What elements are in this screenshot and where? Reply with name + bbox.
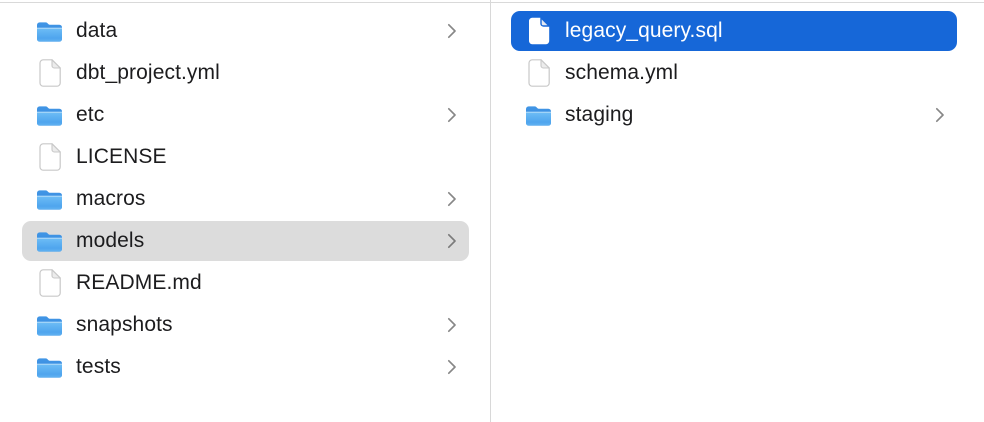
file-icon — [36, 59, 63, 87]
item-label: schema.yml — [565, 60, 679, 84]
file-icon — [36, 143, 63, 171]
item-label: models — [76, 228, 145, 252]
item-label: dbt_project.yml — [76, 60, 220, 84]
row-readme-md[interactable]: README.md — [22, 263, 469, 303]
item-label: tests — [76, 354, 121, 378]
row-schema-yml[interactable]: schema.yml — [511, 53, 957, 93]
item-label: LICENSE — [76, 144, 167, 168]
folder-icon — [36, 101, 63, 129]
row-models-selected[interactable]: models — [22, 221, 469, 261]
item-label: staging — [565, 102, 634, 126]
chevron-right-icon — [447, 233, 457, 249]
item-label: data — [76, 18, 118, 42]
toolbar-bottom-divider — [0, 2, 984, 3]
folder-icon — [36, 353, 63, 381]
row-snapshots[interactable]: snapshots — [22, 305, 469, 345]
file-icon — [525, 59, 552, 87]
row-legacy-query-sql-selected[interactable]: legacy_query.sql — [511, 11, 957, 51]
folder-icon — [525, 101, 552, 129]
folder-icon — [36, 17, 63, 45]
column-pane-left: data dbt_project.yml etc LICENSE macros … — [0, 0, 491, 422]
chevron-right-icon — [935, 107, 945, 123]
folder-icon — [36, 185, 63, 213]
item-label: snapshots — [76, 312, 173, 336]
row-data[interactable]: data — [22, 11, 469, 51]
item-label: etc — [76, 102, 105, 126]
row-macros[interactable]: macros — [22, 179, 469, 219]
row-etc[interactable]: etc — [22, 95, 469, 135]
folder-icon — [36, 311, 63, 339]
row-license[interactable]: LICENSE — [22, 137, 469, 177]
chevron-right-icon — [447, 23, 457, 39]
item-label: README.md — [76, 270, 202, 294]
chevron-right-icon — [447, 359, 457, 375]
chevron-right-icon — [447, 317, 457, 333]
row-staging[interactable]: staging — [511, 95, 957, 135]
chevron-right-icon — [447, 191, 457, 207]
row-dbt-project-yml[interactable]: dbt_project.yml — [22, 53, 469, 93]
folder-icon — [36, 227, 63, 255]
chevron-right-icon — [447, 107, 457, 123]
item-label: macros — [76, 186, 146, 210]
file-icon — [36, 269, 63, 297]
item-label: legacy_query.sql — [565, 18, 723, 42]
column-pane-right: legacy_query.sql schema.yml staging — [491, 0, 984, 422]
row-tests[interactable]: tests — [22, 347, 469, 387]
file-icon — [525, 17, 552, 45]
